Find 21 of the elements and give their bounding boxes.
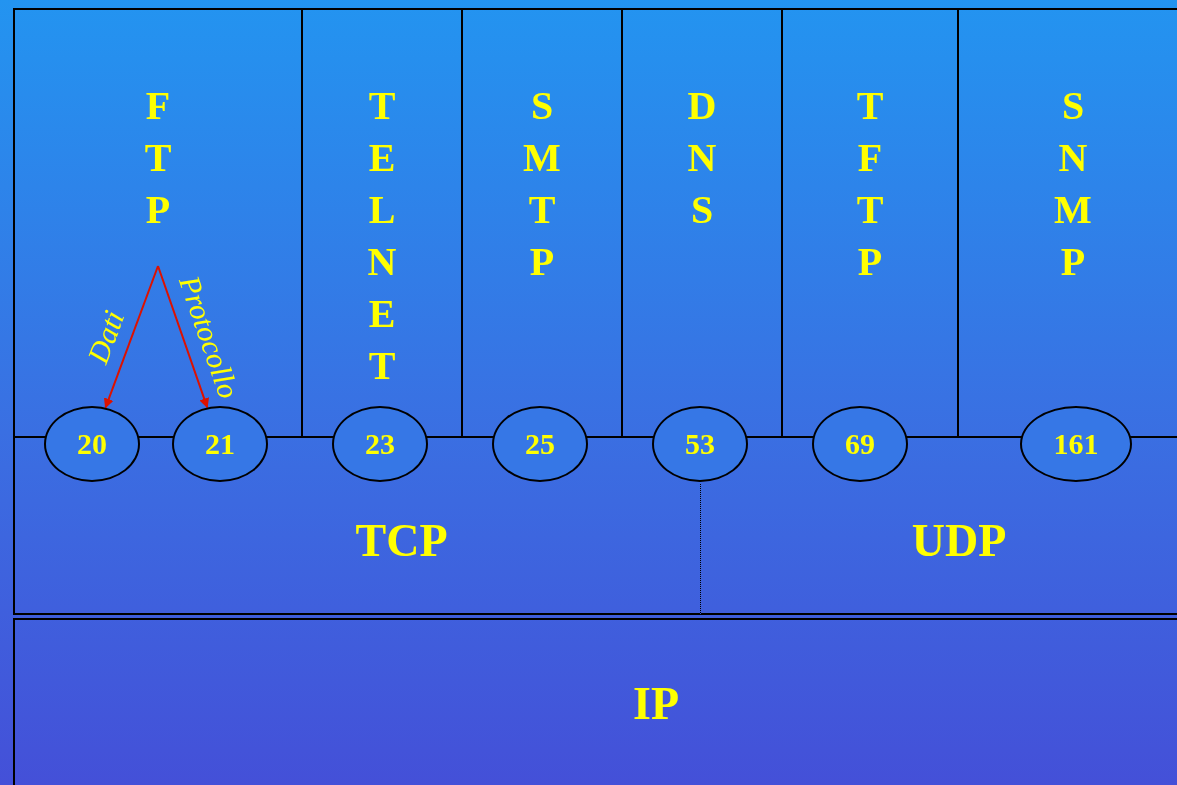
layer-band xyxy=(13,618,1177,785)
arrow xyxy=(157,265,209,409)
protocol-name: FTP xyxy=(143,82,173,234)
transport-region xyxy=(13,484,701,615)
port-number: 21 xyxy=(204,427,236,461)
protocol-name: SMTP xyxy=(522,82,562,286)
layer-name: UDP xyxy=(910,515,1008,567)
layer-name: TCP xyxy=(354,515,449,567)
arrow xyxy=(103,265,159,409)
protocol-name: SNMP xyxy=(1053,82,1093,286)
port-number: 161 xyxy=(1052,427,1100,461)
protocol-name: TFTP xyxy=(855,82,885,286)
port-number: 25 xyxy=(524,427,556,461)
protocol-name: TELNET xyxy=(366,82,398,390)
port-number: 69 xyxy=(844,427,876,461)
layer-name: IP xyxy=(632,678,680,730)
protocol-name: DNS xyxy=(686,82,718,234)
port-number: 20 xyxy=(76,427,108,461)
edge-label: Dati xyxy=(80,305,131,368)
port-number: 53 xyxy=(684,427,716,461)
port-number: 23 xyxy=(364,427,396,461)
